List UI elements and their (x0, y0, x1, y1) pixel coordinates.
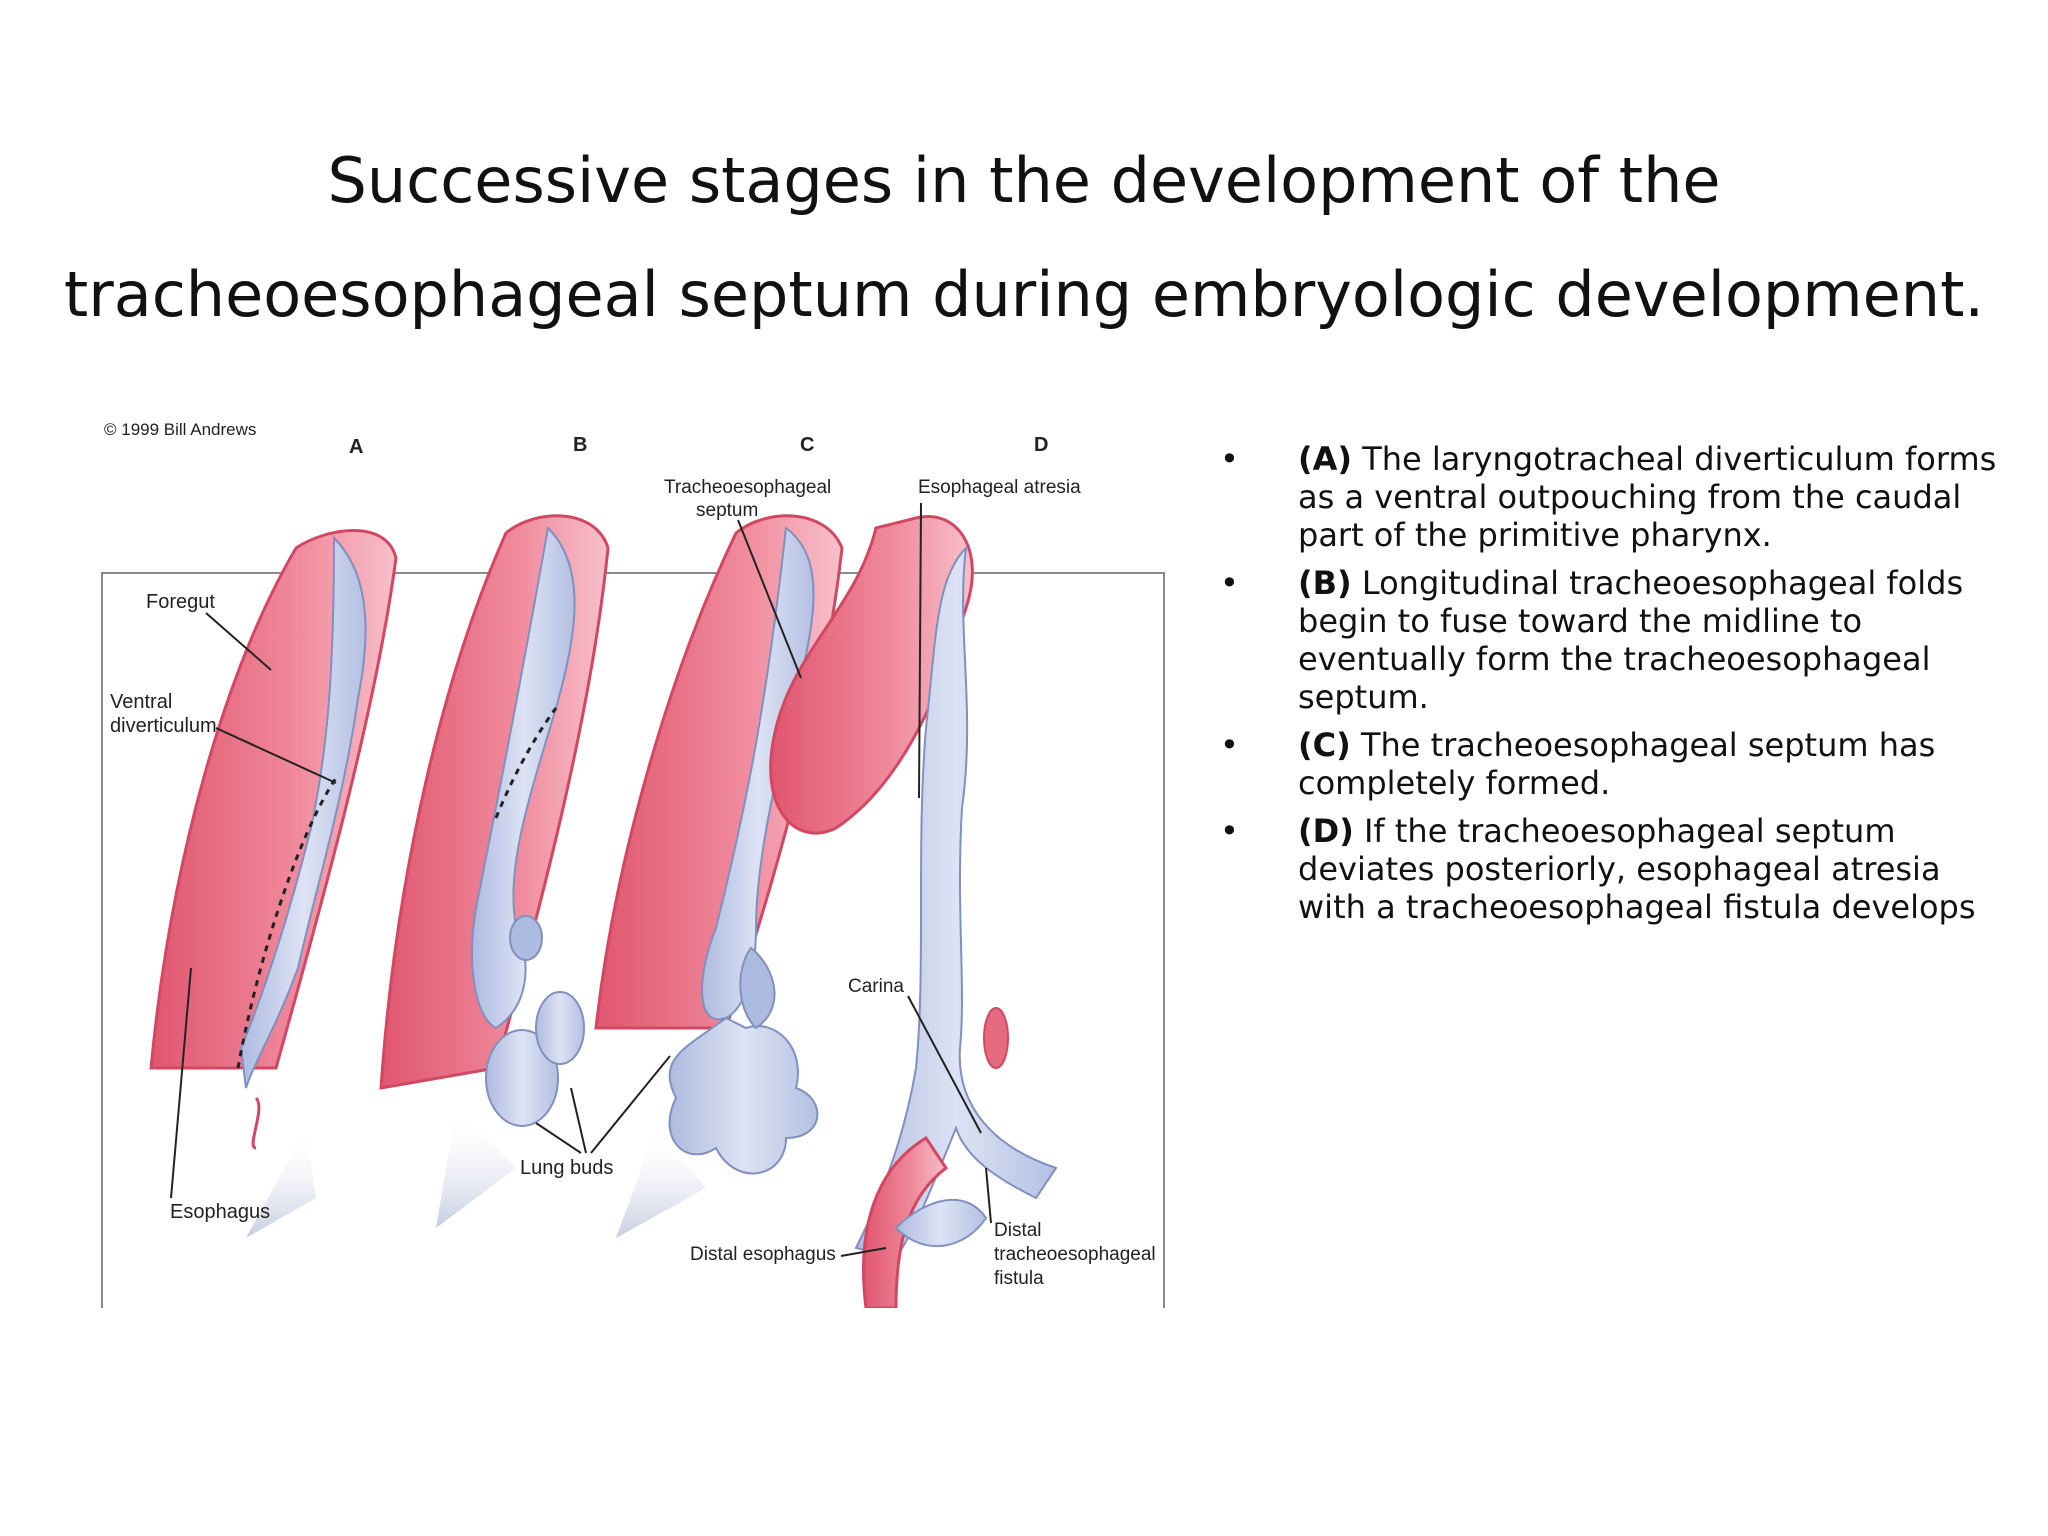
label-distal-fistula-1: Distal (994, 1220, 1042, 1241)
embryology-figure: © 1999 Bill Andrews A B C D (96, 408, 1176, 1314)
bullet-d-label: (D) (1298, 812, 1354, 850)
label-ventral-2: diverticulum (110, 715, 217, 737)
panel-label-c: C (800, 434, 814, 456)
bullet-dot: • (1220, 812, 1239, 850)
bullet-c-text: The tracheoesophageal septum has complet… (1298, 726, 1936, 802)
label-ventral-1: Ventral (110, 691, 172, 713)
bullet-b-label: (B) (1298, 564, 1352, 602)
label-foregut: Foregut (146, 591, 215, 613)
bullet-d-text: If the tracheoesophageal septum deviates… (1298, 812, 1976, 926)
panel-a-drawing (149, 529, 398, 1238)
bullet-dot: • (1220, 726, 1239, 764)
slide-title-line-1: Successive stages in the development of … (327, 144, 1721, 217)
label-esophageal-atresia: Esophageal atresia (918, 477, 1081, 498)
copyright-text: © 1999 Bill Andrews (104, 420, 256, 439)
bullet-dot: • (1220, 440, 1239, 478)
label-te-septum-2: septum (696, 500, 758, 521)
label-distal-fistula-2: tracheoesophageal (994, 1244, 1156, 1265)
bullet-c-label: (C) (1298, 726, 1351, 764)
leader-lines (170, 502, 992, 1257)
bullet-a: • (A) The laryngotracheal diverticulum f… (1220, 440, 2010, 554)
embryology-illustration: © 1999 Bill Andrews A B C D (101, 420, 1165, 1314)
panel-label-a: A (349, 436, 363, 458)
label-lung-buds: Lung buds (520, 1157, 613, 1179)
panel-label-d: D (1034, 434, 1048, 456)
panel-label-b: B (573, 434, 587, 456)
bullet-c: • (C) The tracheoesophageal septum has c… (1220, 726, 2010, 802)
bullet-a-text: The laryngotracheal diverticulum forms a… (1298, 440, 1997, 554)
label-carina: Carina (848, 976, 904, 997)
bullet-list: • (A) The laryngotracheal diverticulum f… (1220, 440, 2010, 936)
panel-d-drawing (769, 515, 1058, 1310)
panel-b-drawing (379, 514, 610, 1228)
label-esophagus: Esophagus (170, 1201, 270, 1223)
bullet-dot: • (1220, 564, 1239, 602)
bullet-b: • (B) Longitudinal tracheoesophageal fol… (1220, 564, 2010, 716)
bullet-a-label: (A) (1298, 440, 1353, 478)
label-distal-fistula-3: fistula (994, 1268, 1044, 1289)
slide-title-line-2: tracheoesophageal septum during embryolo… (63, 258, 1985, 331)
bullet-b-text: Longitudinal tracheoesophageal folds beg… (1298, 564, 1964, 716)
label-te-septum-1: Tracheoesophageal (664, 477, 831, 498)
bullet-d: • (D) If the tracheoesophageal septum de… (1220, 812, 2010, 926)
label-distal-esophagus: Distal esophagus (690, 1244, 836, 1265)
